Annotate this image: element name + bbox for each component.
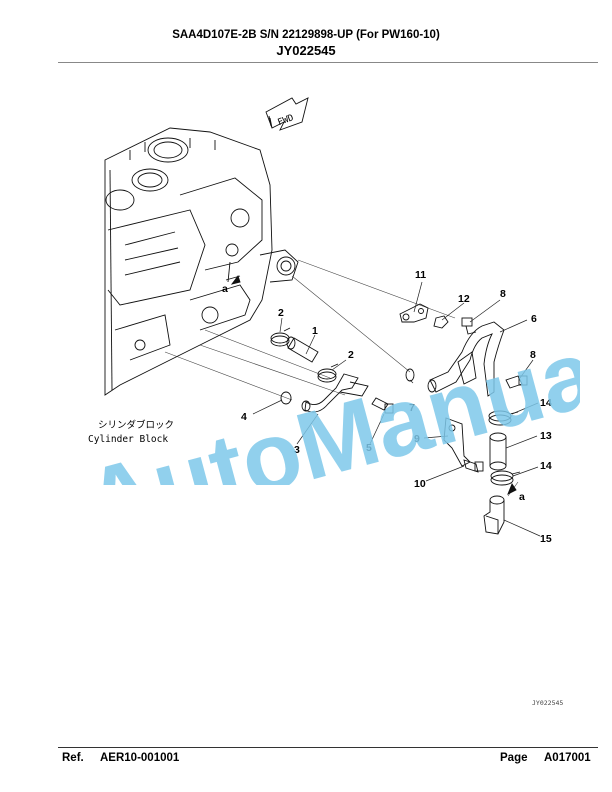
document-subtitle: JY022545 [276, 43, 336, 58]
elbow-part-15 [483, 495, 505, 535]
callout-1: 1 [312, 325, 318, 337]
callout-11: 11 [415, 269, 426, 281]
fwd-arrow-icon [265, 97, 309, 131]
clamp-part-14-lower [490, 470, 521, 486]
drawing-id: JY022545 [532, 699, 564, 707]
bolt-part-8-lower [505, 375, 528, 389]
leader-lines [164, 259, 519, 497]
callout-10: 10 [414, 478, 426, 490]
o-ring-part-4 [280, 391, 292, 405]
callout-13: 13 [540, 430, 552, 442]
ref-arrow-icon [507, 483, 517, 495]
bracket-part-11 [399, 303, 429, 323]
o-ring-part-7 [405, 368, 415, 382]
hose-part-13 [489, 432, 507, 471]
document-title: SAA4D107E-2B S/N 22129898-UP (For PW160-… [172, 29, 440, 41]
clamp-part-2-lower [317, 363, 339, 383]
bolt-part-8-upper [461, 317, 477, 335]
callout-2: 2 [348, 349, 354, 361]
cylinder-block-label-jp: シリンダブロック [98, 419, 174, 431]
ref-value: AER10-001001 [100, 752, 180, 764]
callout-2: 2 [278, 307, 284, 319]
ref-label: Ref. [62, 752, 84, 764]
tube-part-3 [301, 373, 369, 413]
callout-leaders [252, 281, 541, 537]
callout-14: 14 [540, 460, 552, 472]
header-divider [58, 62, 598, 63]
callout-8: 8 [500, 288, 506, 300]
page-value: A017001 [544, 752, 591, 764]
nut-part-12 [433, 315, 449, 329]
callout-6: 6 [531, 313, 537, 325]
callout-15: 15 [540, 533, 552, 545]
callout-5: 5 [366, 442, 372, 454]
cylinder-block-drawing [104, 127, 299, 396]
bracket-part-9 [443, 417, 471, 467]
clamp-part-2-upper [270, 327, 291, 347]
page-label: Page [500, 752, 528, 764]
callout-14: 14 [540, 397, 552, 409]
callout-12: 12 [458, 293, 470, 305]
callout-4: 4 [241, 411, 247, 423]
cylinder-block-label-en: Cylinder Block [88, 434, 168, 445]
callout-7: 7 [409, 402, 415, 414]
bolt-part-5 [371, 397, 394, 414]
bolt-part-10 [463, 459, 484, 473]
callout-8: 8 [530, 349, 536, 361]
ref-marker-a: a [519, 491, 525, 503]
callout-3: 3 [294, 444, 300, 456]
hose-part-1 [286, 336, 319, 363]
ref-arrow-icon [230, 275, 241, 285]
ref-marker-a: a [222, 283, 228, 295]
footer-divider [58, 747, 598, 748]
callout-9: 9 [414, 433, 420, 445]
tube-part-6 [427, 321, 505, 397]
